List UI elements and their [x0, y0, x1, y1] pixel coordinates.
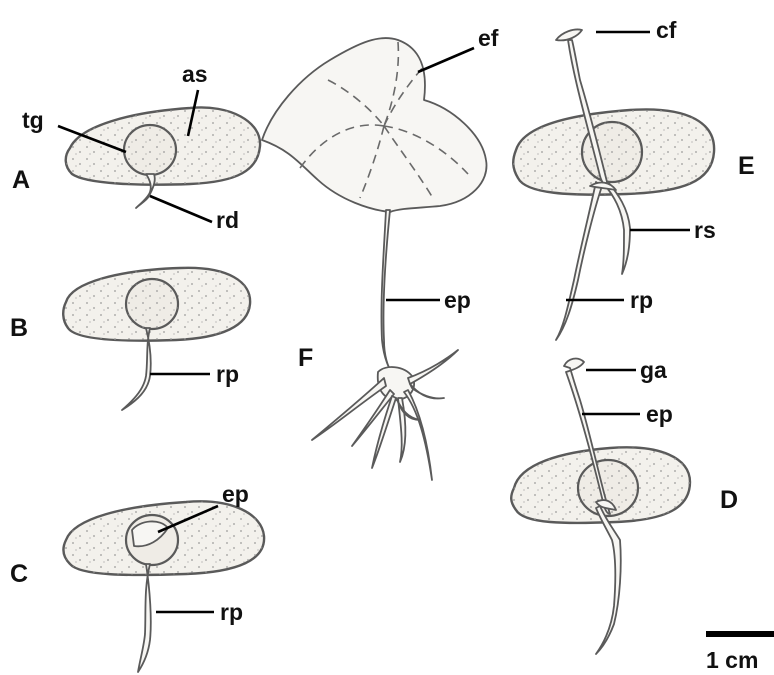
stage-c-seed: [63, 501, 264, 672]
panel-label-d: D: [720, 486, 738, 514]
label-rp-b: rp: [216, 361, 239, 387]
stage-f-seedling: [262, 38, 487, 480]
label-tg: tg: [22, 107, 44, 133]
label-cf: cf: [656, 17, 677, 43]
panel-label-a: A: [12, 166, 30, 194]
stage-f-eophyll: [262, 38, 487, 212]
label-ep-c: ep: [222, 481, 249, 507]
stage-e-primary-root: [556, 182, 602, 340]
label-ef: ef: [478, 25, 499, 51]
stage-f-epicotyl: [381, 210, 392, 372]
stage-d-primary-root: [596, 506, 621, 654]
leader-rd: [150, 196, 212, 222]
label-ga: ga: [640, 357, 667, 383]
stage-a-seed: [66, 107, 260, 208]
label-ep-f: ep: [444, 287, 471, 313]
stage-c-primary-root: [138, 564, 151, 672]
label-rp-c: rp: [220, 599, 243, 625]
label-rp-e: rp: [630, 287, 653, 313]
label-rd: rd: [216, 207, 239, 233]
leader-ef: [418, 48, 474, 72]
panel-label-e: E: [738, 152, 755, 180]
label-as: as: [182, 61, 208, 87]
panel-label-b: B: [10, 314, 28, 342]
label-rs: rs: [694, 217, 716, 243]
label-ep-d: ep: [646, 401, 673, 427]
stage-e-seedling: [513, 29, 714, 340]
stage-e-cataphyll: [556, 29, 582, 40]
panel-label-f: F: [298, 344, 313, 372]
panel-label-c: C: [10, 560, 28, 588]
stage-b-seed: [63, 268, 250, 410]
stage-e-secondary-root: [604, 182, 630, 274]
scale-bar-label: 1 cm: [706, 647, 758, 673]
